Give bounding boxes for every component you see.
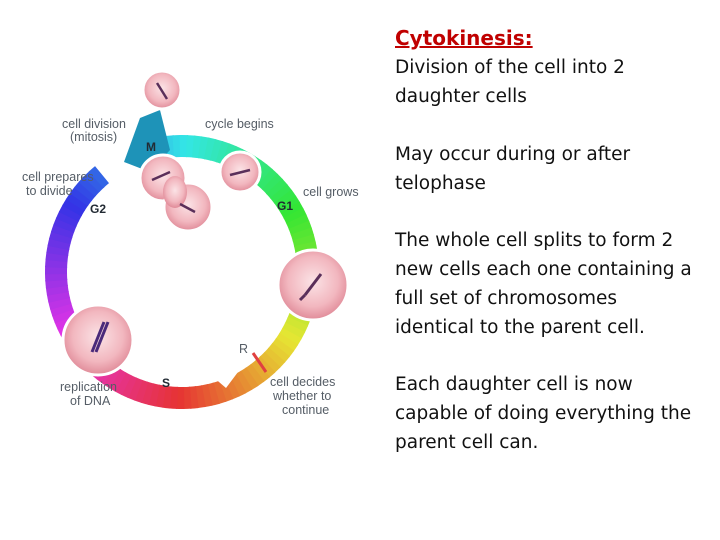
ring-segment (65, 192, 89, 212)
ring-segment (212, 380, 227, 405)
ring-segment (154, 384, 166, 408)
ring-segment (284, 316, 309, 334)
label-cell-decides: cell decides (270, 375, 335, 389)
ring-segment (240, 367, 259, 391)
cell-dividing (138, 153, 214, 233)
phase-r-label: R (239, 342, 248, 356)
slide-title: Cytokinesis: (395, 26, 533, 50)
paragraph-split: The whole cell splits to form 2 new cell… (395, 230, 692, 338)
ring-segment (120, 374, 138, 399)
ring-segment (50, 223, 75, 239)
ring-segment (278, 327, 302, 346)
cell-s (61, 303, 135, 377)
text-panel: Cytokinesis: Division of the cell into 2… (395, 24, 700, 485)
restriction-point-line (251, 352, 268, 373)
ring-segment (55, 210, 80, 228)
ring-segment (290, 227, 315, 242)
ring-segment (234, 370, 253, 394)
ring-segment (271, 337, 295, 358)
ring-segment (133, 379, 149, 404)
ring-segment (52, 308, 76, 324)
ring-segment (270, 183, 293, 204)
paragraph-definition: Division of the cell into 2 daughter cel… (395, 57, 625, 107)
ring-segment (140, 381, 155, 405)
ring-segment (45, 272, 68, 282)
ring-segment (267, 342, 290, 363)
g1-s-boundary (212, 360, 238, 388)
phase-g1-label: G1 (277, 199, 293, 213)
label-cell-prepares: cell prepares (22, 170, 94, 184)
ring-segment (273, 189, 297, 209)
ring-segment (203, 137, 217, 161)
ring-segment (215, 140, 231, 165)
ring-segment (198, 136, 210, 160)
ring-segment (49, 302, 74, 317)
ring-segment (58, 204, 83, 222)
ring-segment (83, 170, 105, 193)
label-of-dna: of DNA (70, 394, 111, 408)
ring-segment (182, 386, 192, 409)
ring-segment (250, 360, 271, 383)
label-continue: continue (282, 403, 329, 417)
ring-segment (78, 175, 101, 197)
ring-segment (114, 371, 132, 396)
ring-segment (292, 234, 316, 248)
phase-m-label: M (146, 140, 156, 154)
ring-segment (261, 173, 284, 195)
cell-g1-small (218, 150, 262, 194)
cell-g1-large (276, 248, 350, 322)
ring-segment (47, 237, 71, 251)
phase-g2-label: G2 (90, 202, 106, 216)
ring-segment (88, 166, 110, 188)
ring-segment (45, 265, 68, 275)
label-whether-to: whether to (272, 389, 331, 403)
ring-segment (280, 201, 304, 220)
ring-segment (46, 244, 70, 256)
label-cycle-begins: cycle begins (205, 117, 274, 131)
ring-segment (179, 135, 189, 158)
label-cell-grows: cell grows (303, 185, 359, 199)
cell-cycle-ring (45, 135, 319, 409)
label-mitosis: (mitosis) (70, 130, 117, 144)
ring-segment (263, 347, 286, 369)
ring-segment (257, 168, 279, 191)
ring-segment (206, 382, 220, 406)
ring-segment (175, 386, 185, 409)
phase-s-label: S (162, 376, 170, 390)
ring-segment (229, 373, 247, 397)
label-replication: replication (60, 380, 117, 394)
ring-segment (69, 186, 93, 207)
ring-segment (275, 332, 299, 352)
ring-segment (147, 383, 161, 407)
ring-segment (245, 363, 265, 387)
ring-segment (53, 217, 77, 233)
ring-segment (188, 386, 199, 409)
ring-segment (288, 220, 312, 236)
label-cell-division: cell division (62, 117, 126, 131)
ring-segment (45, 278, 68, 289)
ring-segment (74, 181, 97, 202)
ring-segment (108, 368, 127, 392)
ring-segment (281, 322, 306, 340)
cell-cycle-diagram: M G1 S G2 R cell division (mitosis) cycl… (22, 69, 359, 417)
ring-segment (209, 139, 224, 163)
ring-segment (49, 230, 73, 245)
ring-segment (277, 195, 301, 214)
ring-segment (48, 296, 72, 310)
ring-segment (266, 178, 288, 200)
cell-top (141, 69, 183, 111)
paragraph-daughter: Each daughter cell is now capable of doi… (395, 374, 692, 453)
label-to-divide: to divide (26, 184, 73, 198)
ring-segment (286, 214, 310, 231)
ring-segment (62, 198, 86, 217)
paragraph-timing: May occur during or after telophase (395, 144, 631, 194)
ring-segment (283, 207, 307, 225)
ring-segment (127, 377, 143, 401)
ring-segment (172, 135, 182, 158)
ring-segment (259, 351, 281, 374)
